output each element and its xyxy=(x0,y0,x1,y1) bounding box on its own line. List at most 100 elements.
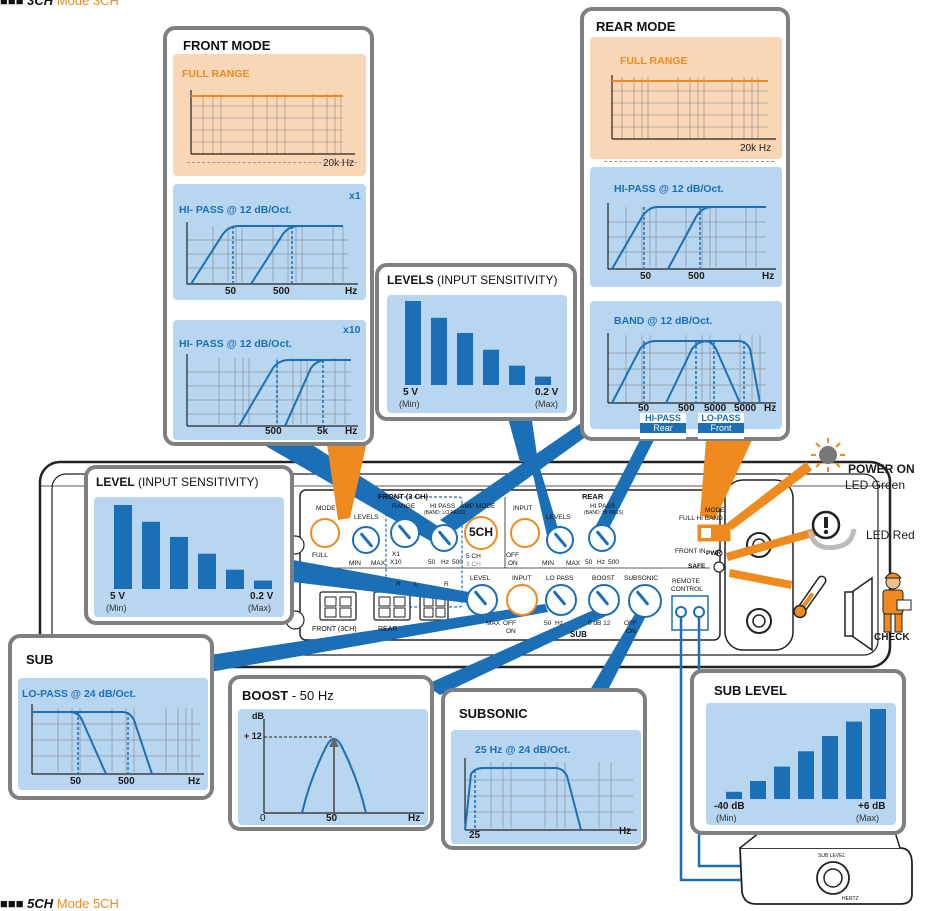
rear-mode-switch-label: MODE xyxy=(705,507,725,514)
rear-band-tick-5000a: 5000 xyxy=(704,403,727,414)
rear-full-range-label: FULL RANGE xyxy=(620,55,688,67)
sub-subsonic-on: ON xyxy=(626,628,636,635)
sbl-bar-1 xyxy=(750,781,766,799)
front-levels-knob[interactable] xyxy=(352,526,380,554)
sub-level-max: +6 dB xyxy=(858,801,886,812)
sub-subsonic-knob[interactable] xyxy=(628,584,662,618)
front-hipass-knob[interactable] xyxy=(430,524,458,552)
sbl-bar-5 xyxy=(846,721,862,799)
boost-y-unit: dB xyxy=(252,711,264,721)
boost-title: BOOST - 50 Hz xyxy=(242,688,334,703)
lvc-bar-1 xyxy=(431,317,447,385)
sub-level-bars xyxy=(726,709,886,799)
sub-lopass-knob[interactable] xyxy=(545,584,577,616)
rear-full-range-axis: 20k Hz xyxy=(740,143,772,154)
sbl-bar-3 xyxy=(798,751,814,799)
boost-axis: Hz xyxy=(408,813,421,824)
sub-tick-50: 50 xyxy=(70,776,82,787)
rear-conn-label: REAR xyxy=(378,626,398,633)
front-range-x10: X10 xyxy=(390,559,402,566)
amp-mode-label: AMP MODE xyxy=(460,503,496,510)
remote-knob-label: SUB LEVEL xyxy=(818,853,846,859)
front-mode-callout: FRONT MODE FULL RANGE 20k Hz HI- PASS @ … xyxy=(163,26,374,446)
boost-callout: BOOST - 50 Hz dB + 12 0 50 Hz xyxy=(228,675,434,831)
rear-hipass-label: HI PASS xyxy=(590,503,616,510)
rear-band-panel: BAND @ 12 dB/Oct. 50 500 5000 5000 Hz xyxy=(590,301,782,429)
sub-level-knob[interactable] xyxy=(466,584,498,616)
led-red-label: LED Red xyxy=(866,528,915,542)
front-3ch-conn-label: FRONT (3CH) xyxy=(312,626,357,633)
subsonic-label: 25 Hz @ 24 dB/Oct. xyxy=(475,744,571,756)
rear-hipass-knob[interactable] xyxy=(588,524,616,552)
front-range-knob[interactable] xyxy=(390,518,420,548)
rear-band-label: BAND @ 12 dB/Oct. xyxy=(614,315,713,327)
front-mode-knob[interactable] xyxy=(310,518,340,548)
sub-lopass-label: LO PASS xyxy=(546,575,574,582)
sub-lopass-label-text: LO-PASS @ 24 dB/Oct. xyxy=(22,688,136,700)
sub-section-label: SUB xyxy=(570,630,587,639)
rear-levels-label: LEVELS xyxy=(546,514,571,521)
boost-zero: 0 xyxy=(260,813,266,824)
front-full-range-panel: FULL RANGE 20k Hz xyxy=(173,54,366,176)
sub-axis: Hz xyxy=(188,776,201,787)
lvl-bar-5 xyxy=(254,580,272,589)
safe-label: SAFE xyxy=(688,563,706,570)
front-hipass-x1-axis: Hz xyxy=(345,286,358,297)
lvl-bar-0 xyxy=(114,505,132,589)
front-full-range-label: FULL RANGE xyxy=(182,68,250,80)
sub-level-max-label: (Max) xyxy=(856,813,879,823)
rear-band-tick-5000b: 5000 xyxy=(734,403,757,414)
sub-input-on: ON xyxy=(506,628,516,635)
rear-hipass-scale-500: 500 xyxy=(608,559,619,566)
amp-mode-knob[interactable] xyxy=(464,516,498,550)
front-hipass-sub: (BAND: LO PASS) xyxy=(424,510,466,516)
rear-band-axis: Hz xyxy=(764,403,777,414)
rear-band-tag-lopass: LO-PASS Front xyxy=(698,413,744,439)
rear-hipass-label: HI-PASS @ 12 dB/Oct. xyxy=(614,183,724,195)
rear-mode-callout: REAR MODE FULL RANGE 20k Hz HI-PASS @ 12… xyxy=(580,7,790,441)
front-hipass-x1-tick-50: 50 xyxy=(225,286,237,297)
sbl-bar-0 xyxy=(726,791,742,799)
sub-title: SUB xyxy=(26,652,54,667)
front-mode-label: MODE xyxy=(316,505,336,512)
boost-panel: dB + 12 0 50 Hz xyxy=(238,709,428,825)
lvl-bar-3 xyxy=(198,553,216,589)
levels-center-callout: LEVELS (INPUT SENSITIVITY) 5 V (Min) 0.2… xyxy=(375,263,577,421)
sub-level-knob-label: LEVEL xyxy=(470,575,491,582)
sub-input-knob[interactable] xyxy=(506,584,538,616)
levels-center-min-label: (Min) xyxy=(399,399,420,409)
front-hipass-hz: Hz xyxy=(441,559,449,566)
conn-r-label: R xyxy=(396,581,401,588)
rear-hipass-tick-500: 500 xyxy=(688,271,705,282)
rear-full-range-panel: FULL RANGE 20k Hz xyxy=(590,37,782,159)
pwr-label: PWR xyxy=(706,550,722,557)
level-left-min-label: (Min) xyxy=(106,603,127,613)
sub-boost-knob[interactable] xyxy=(588,584,620,616)
rear-input-knob[interactable] xyxy=(510,518,540,548)
remote-level-knob[interactable] xyxy=(817,862,849,894)
sub-panel: LO-PASS @ 24 dB/Oct. 50 500 Hz xyxy=(18,678,208,790)
check-label: CHECK xyxy=(874,632,910,643)
rear-levels-knob[interactable] xyxy=(546,526,574,554)
rear-mode-switch-opts: FULL HI BAND xyxy=(679,515,723,522)
rear-levels-max: MAX xyxy=(566,560,581,567)
front-range-label: RANGE xyxy=(392,503,416,510)
rear-hipass-scale-50: 50 xyxy=(585,559,593,566)
levels-center-max-label: (Max) xyxy=(535,399,558,409)
rear-hipass-tick-50: 50 xyxy=(640,271,652,282)
sub-subsonic-off: OFF xyxy=(624,620,637,627)
front-levels-label: LEVELS xyxy=(354,514,379,521)
sub-graph xyxy=(31,704,204,775)
front-hipass-50: 50 xyxy=(428,559,436,566)
rear-levels-min: MIN xyxy=(542,560,554,567)
level-left-callout: LEVEL (INPUT SENSITIVITY) 5 V (Min) 0.2 … xyxy=(84,465,294,625)
amp-mode-3ch: 3 CH xyxy=(466,561,481,568)
front-hipass-x10-axis: Hz xyxy=(345,426,358,437)
level-left-max-label: (Max) xyxy=(248,603,271,613)
front-hipass-x10-graph xyxy=(186,354,358,427)
sub-callout: SUB LO-PASS @ 24 dB/Oct. 50 500 Hz xyxy=(8,634,214,800)
subsonic-panel: 25 Hz @ 24 dB/Oct. 25 Hz xyxy=(451,730,641,844)
front-hipass-x10-label: HI- PASS @ 12 dB/Oct. xyxy=(179,338,292,350)
remote-label: REMOTE xyxy=(672,578,700,585)
rear-mode-title: REAR MODE xyxy=(596,19,676,34)
